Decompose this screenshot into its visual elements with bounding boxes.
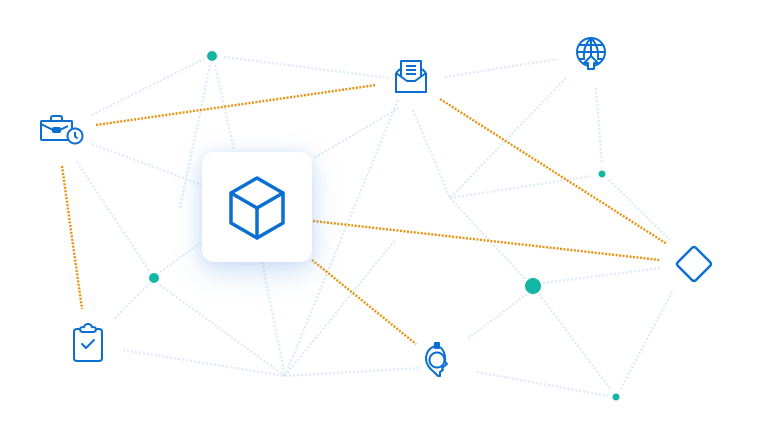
faint-link	[283, 99, 400, 377]
faint-link	[91, 58, 205, 116]
faint-connection-lines	[76, 55, 673, 398]
faint-link	[284, 366, 421, 378]
faint-link	[213, 64, 236, 151]
faint-link	[284, 239, 396, 377]
faint-link	[538, 293, 612, 391]
highlight-link	[311, 259, 417, 345]
diamond-icon[interactable]	[674, 244, 714, 284]
head-ring-icon[interactable]	[422, 342, 462, 382]
cube-icon	[229, 176, 285, 240]
faint-link	[608, 179, 671, 241]
globe-upload-icon[interactable]	[573, 36, 609, 72]
faint-link	[178, 64, 212, 209]
faint-link	[465, 293, 528, 341]
faint-link	[159, 241, 203, 273]
faint-link	[313, 107, 400, 159]
highlight-link	[60, 165, 84, 310]
highlight-link	[312, 219, 661, 262]
node-dot	[598, 170, 606, 178]
faint-link	[476, 370, 609, 398]
briefcase-clock-icon[interactable]	[38, 112, 86, 152]
faint-link	[260, 261, 287, 377]
faint-link	[112, 282, 151, 321]
faint-link	[122, 348, 286, 378]
faint-link	[444, 57, 558, 79]
highlight-link	[95, 83, 377, 127]
node-dot	[207, 51, 217, 61]
faint-link	[594, 87, 604, 165]
faint-link	[76, 161, 151, 273]
highlighted-connection-lines	[60, 83, 668, 345]
faint-link	[619, 291, 673, 391]
node-dot	[525, 278, 541, 294]
faint-link	[449, 174, 593, 200]
highlight-link	[439, 97, 668, 246]
clipboard-check-icon[interactable]	[70, 322, 106, 364]
faint-link	[449, 197, 527, 281]
faint-link	[411, 109, 452, 199]
faint-link	[223, 55, 391, 80]
faint-link	[159, 284, 286, 377]
node-dots	[149, 51, 620, 401]
hub-card[interactable]	[202, 152, 312, 262]
faint-link	[542, 266, 662, 285]
faint-link	[449, 77, 567, 199]
node-dot	[612, 393, 620, 401]
faint-link	[91, 142, 203, 187]
node-dot	[149, 273, 159, 283]
open-envelope-icon[interactable]	[393, 58, 429, 94]
